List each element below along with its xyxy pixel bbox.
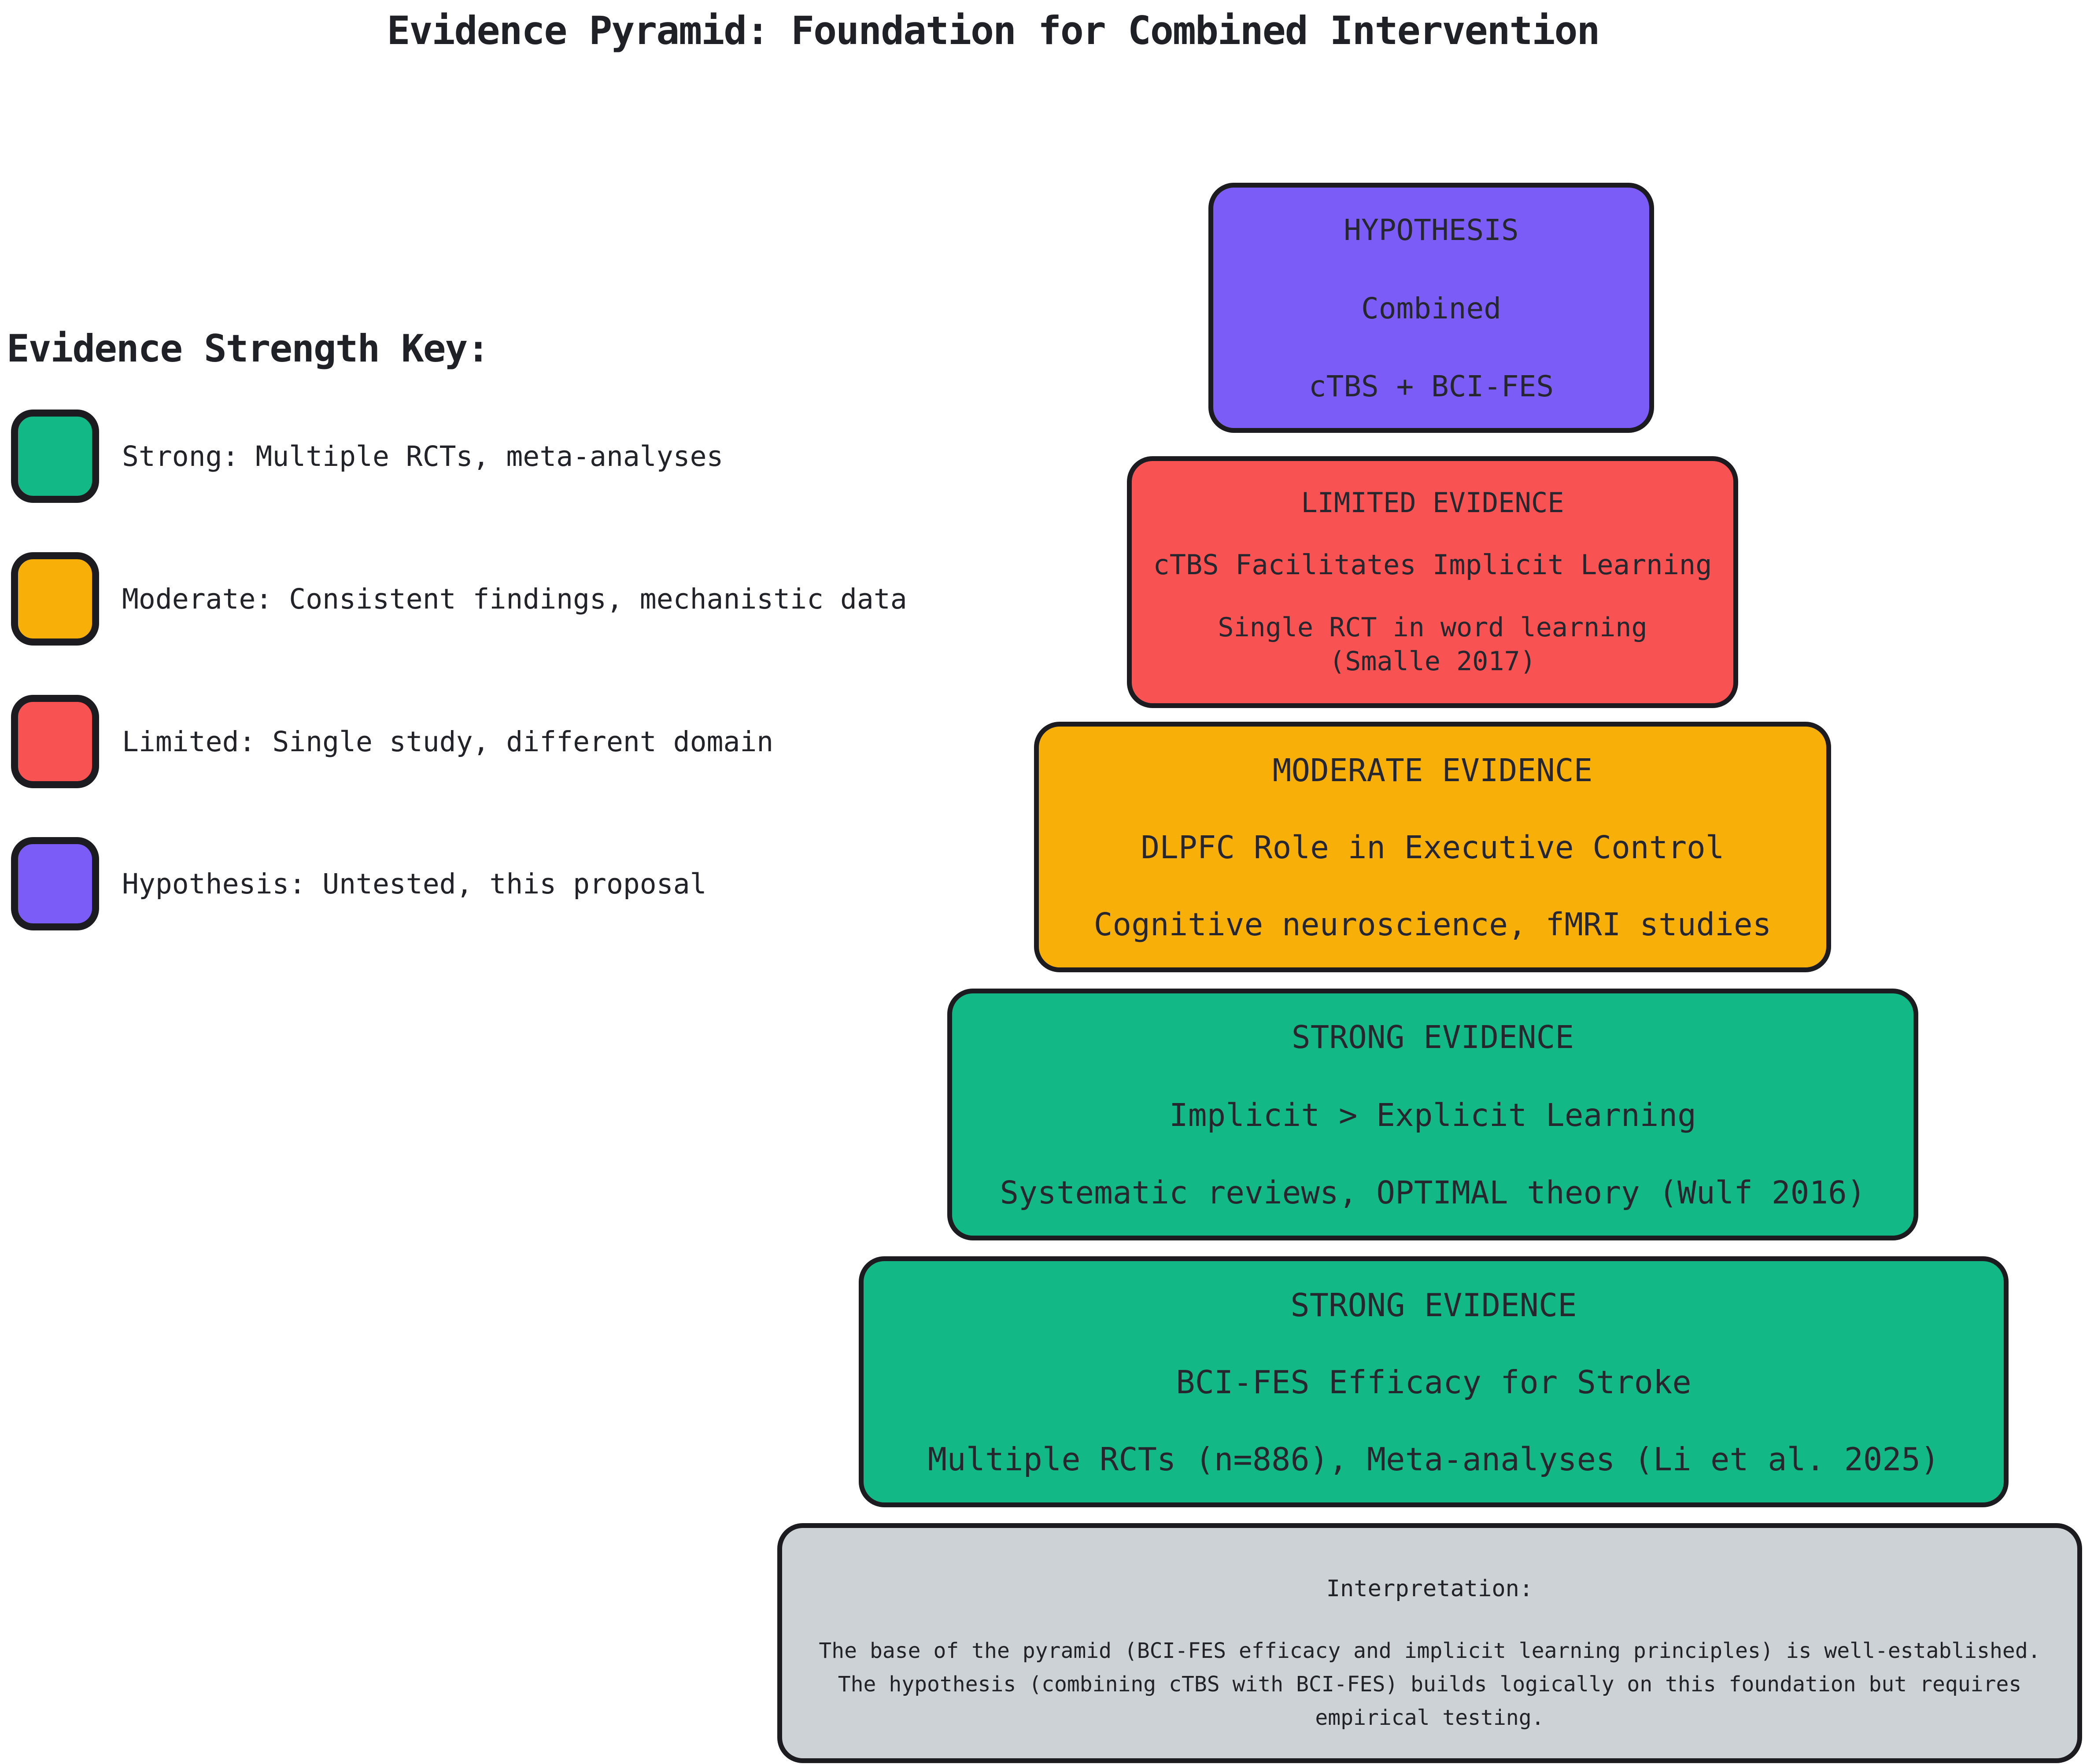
interpretation-box: Interpretation: The base of the pyramid … [777, 1523, 2082, 1763]
pyramid-level-moderate-evidence: MODERATE EVIDENCE DLPFC Role in Executiv… [1034, 722, 1831, 972]
legend-item-strong: Strong: Multiple RCTs, meta-analyses [11, 410, 723, 503]
limited-color-swatch [11, 695, 99, 788]
legend-item-limited: Limited: Single study, different domain [11, 695, 773, 788]
legend-label: Moderate: Consistent findings, mechanist… [122, 583, 907, 615]
level-title: MODERATE EVIDENCE [1272, 752, 1593, 789]
legend-heading: Evidence Strength Key: [7, 327, 490, 371]
legend-label: Strong: Multiple RCTs, meta-analyses [122, 440, 724, 472]
level-title: LIMITED EVIDENCE [1301, 487, 1564, 519]
legend-item-moderate: Moderate: Consistent findings, mechanist… [11, 552, 907, 646]
level-claim: BCI-FES Efficacy for Stroke [1176, 1364, 1691, 1401]
moderate-color-swatch [11, 552, 99, 646]
level-evidence: Multiple RCTs (n=886), Meta-analyses (Li… [927, 1441, 1940, 1478]
level-evidence: Single RCT in word learning (Smalle 2017… [1218, 612, 1647, 677]
level-evidence: Cognitive neuroscience, fMRI studies [1093, 906, 1772, 943]
pyramid-level-strong-evidence-implicit: STRONG EVIDENCE Implicit > Explicit Lear… [947, 989, 1918, 1240]
interpretation-body: The base of the pyramid (BCI-FES efficac… [819, 1639, 2041, 1730]
hypothesis-color-swatch [11, 837, 99, 930]
level-claim: Implicit > Explicit Learning [1169, 1096, 1696, 1133]
pyramid-level-hypothesis: HYPOTHESIS Combined cTBS + BCI-FES [1208, 183, 1654, 433]
pyramid-level-limited-evidence: LIMITED EVIDENCE cTBS Facilitates Implic… [1127, 456, 1738, 708]
level-title: STRONG EVIDENCE [1290, 1287, 1577, 1324]
level-evidence: cTBS + BCI-FES [1308, 369, 1554, 403]
legend-item-hypothesis: Hypothesis: Untested, this proposal [11, 837, 707, 930]
strong-color-swatch [11, 410, 99, 503]
level-claim: Combined [1361, 291, 1501, 325]
level-evidence: Systematic reviews, OPTIMAL theory (Wulf… [1000, 1174, 1866, 1211]
level-claim: cTBS Facilitates Implicit Learning [1153, 549, 1712, 581]
level-title: HYPOTHESIS [1344, 213, 1519, 247]
interpretation-heading: Interpretation: [1326, 1576, 1533, 1602]
level-title: STRONG EVIDENCE [1291, 1019, 1574, 1055]
legend-label: Hypothesis: Untested, this proposal [122, 867, 707, 900]
legend-label: Limited: Single study, different domain [122, 725, 774, 758]
page-title: Evidence Pyramid: Foundation for Combine… [387, 8, 1600, 53]
pyramid-level-strong-evidence-bcifes: STRONG EVIDENCE BCI-FES Efficacy for Str… [859, 1256, 2009, 1507]
level-claim: DLPFC Role in Executive Control [1141, 829, 1725, 866]
